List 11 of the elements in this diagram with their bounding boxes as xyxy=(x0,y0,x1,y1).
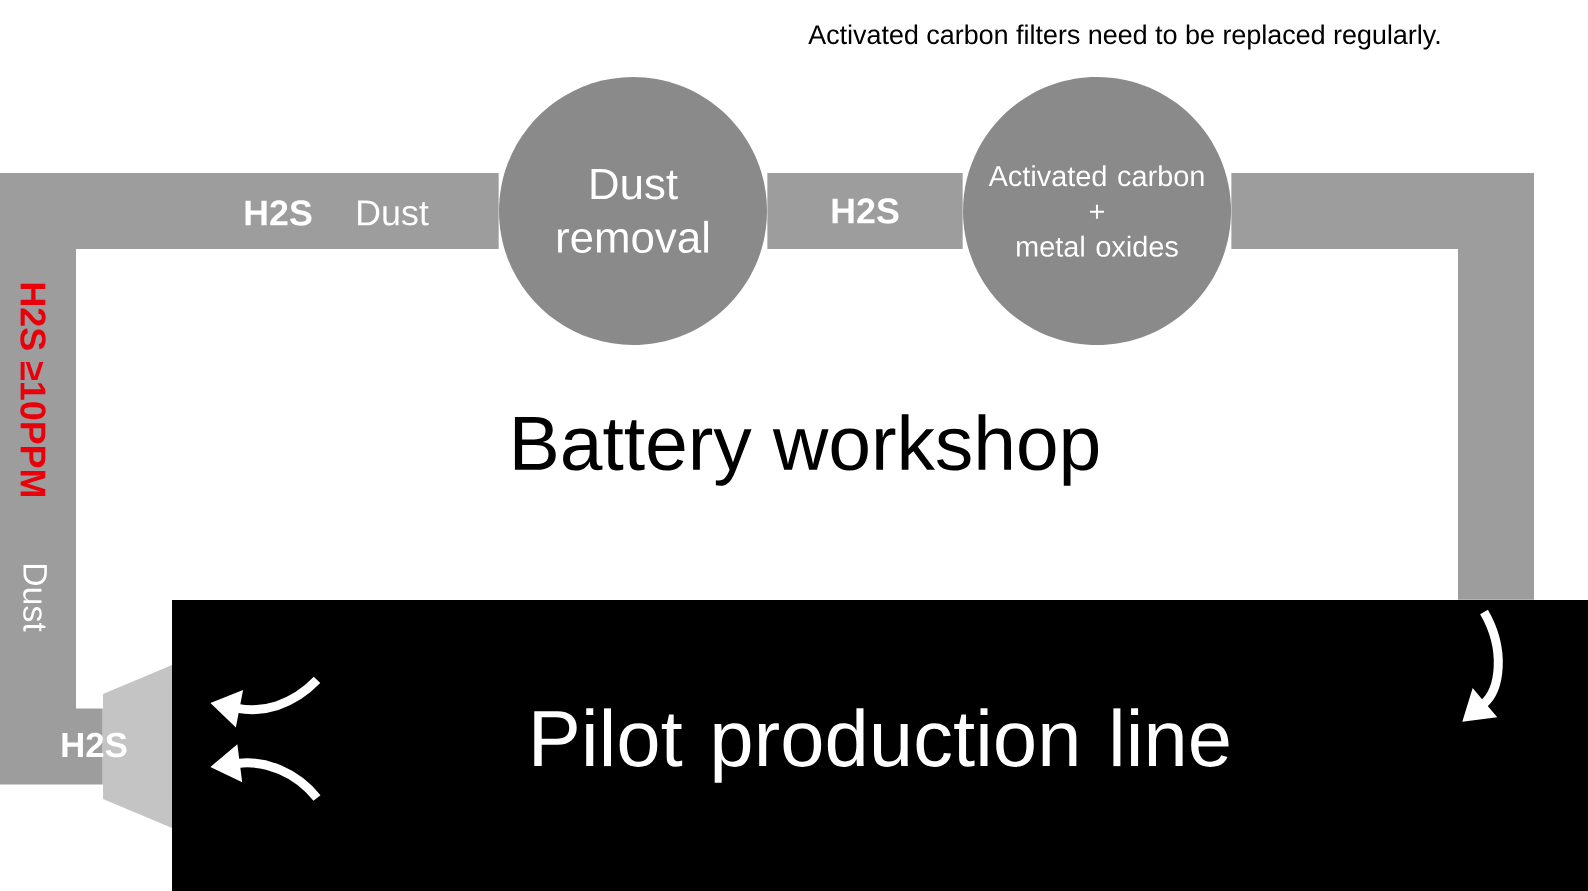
duct-label: H2S xyxy=(245,200,312,226)
duct-label: Dust xyxy=(358,200,429,226)
edge-label: H2S xyxy=(832,198,899,224)
area-label: Battery workshop xyxy=(514,414,1099,486)
duct xyxy=(0,173,499,785)
note-text: Activated carbon filters need to be replaced regularly. xyxy=(808,24,1440,50)
duct-label: H2S xyxy=(62,732,127,758)
duct xyxy=(1231,173,1534,600)
duct-label: Dust xyxy=(23,564,47,632)
duct xyxy=(767,173,963,249)
warning-label: H2S ≥10PPM xyxy=(20,283,46,497)
